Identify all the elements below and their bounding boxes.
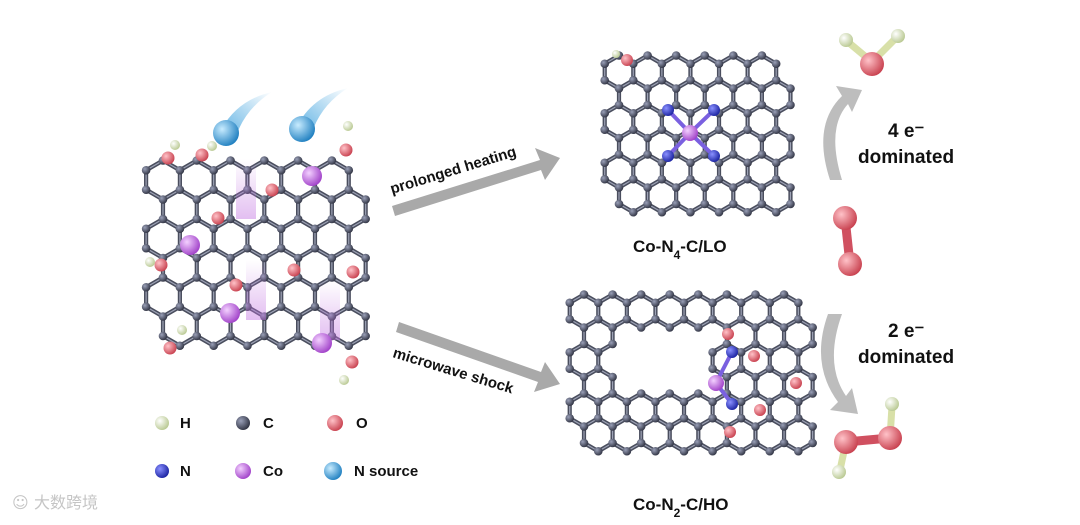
co-n2-graphene-sheet xyxy=(565,290,817,456)
prolonged-heating-arrow xyxy=(392,148,560,216)
svg-text:H: H xyxy=(180,415,191,432)
legend-item-c: C xyxy=(236,415,274,432)
watermark-text: 大数跨境 xyxy=(34,493,98,512)
n-source-comets xyxy=(213,88,348,146)
legend-item-h: H xyxy=(155,415,191,432)
microwave-shock-arrow xyxy=(396,322,560,392)
water-molecule xyxy=(839,29,905,76)
legend-item-co: Co xyxy=(235,463,283,480)
four-electron-count: 4 e⁻ xyxy=(888,121,924,142)
hydrogen-peroxide-molecule xyxy=(832,397,902,479)
legend-item-o: O xyxy=(327,415,368,432)
watermark: ☺ 大数跨境 xyxy=(12,493,98,512)
four-electron-arrow xyxy=(823,86,862,180)
oxygen-molecule xyxy=(833,206,862,276)
legend-item-n-source: N source xyxy=(324,462,418,480)
precursor-functional-groups xyxy=(145,121,360,385)
two-electron-count: 2 e⁻ xyxy=(888,321,924,342)
legend-item-n: N xyxy=(155,463,191,480)
legend: H C O N Co N source xyxy=(155,415,418,480)
co-n4-graphene-sheet xyxy=(600,50,795,217)
svg-text:N source: N source xyxy=(354,463,418,480)
svg-text:O: O xyxy=(356,415,368,432)
watermark-icon: ☺ xyxy=(12,493,29,512)
co-n4-label: Co-N4-C/LO xyxy=(633,237,727,262)
four-electron-dominated: dominated xyxy=(858,147,954,168)
co-n2-label: Co-N2-C/HO xyxy=(633,495,728,520)
svg-text:N: N xyxy=(180,463,191,480)
microwave-shock-label: microwave shock xyxy=(391,345,516,398)
svg-text:Co: Co xyxy=(263,463,283,480)
svg-text:C: C xyxy=(263,415,274,432)
two-electron-dominated: dominated xyxy=(858,347,954,368)
two-electron-arrow xyxy=(820,314,858,414)
